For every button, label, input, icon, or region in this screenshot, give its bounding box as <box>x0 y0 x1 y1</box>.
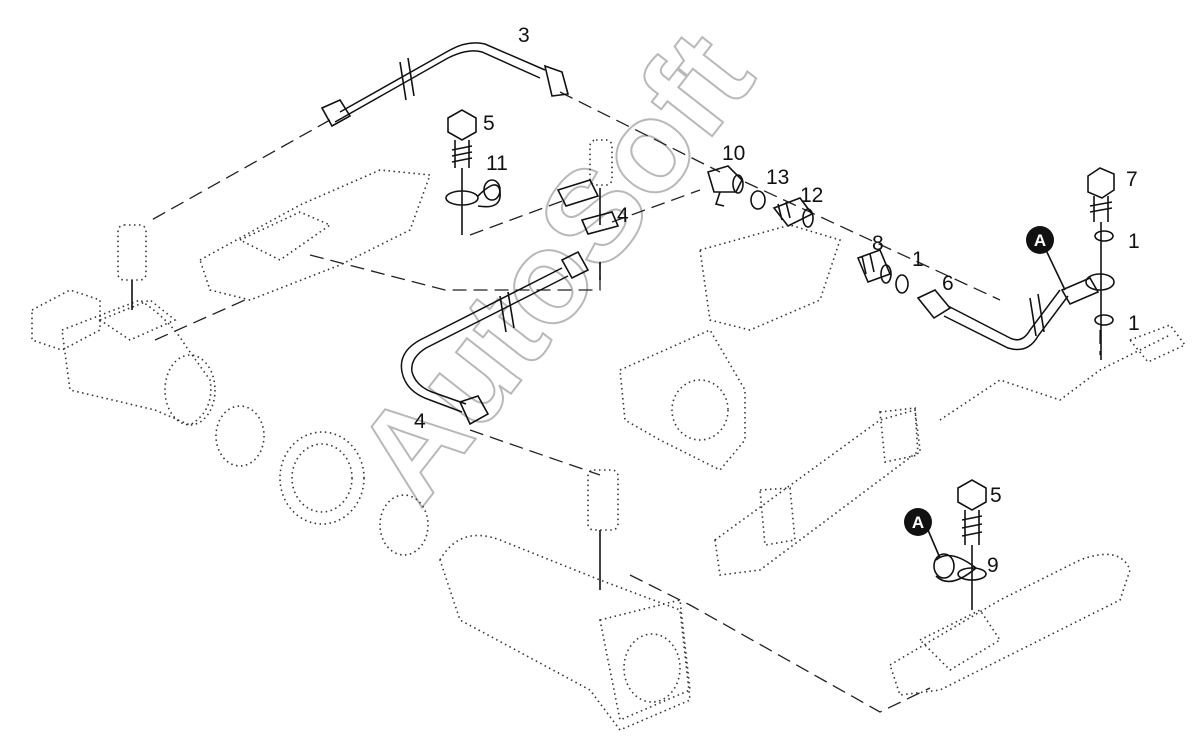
exhaust-pipe-lower <box>439 534 691 731</box>
part-label-4: 4 <box>414 410 426 433</box>
svg-text:A: A <box>1034 231 1046 250</box>
pipe-3 <box>320 42 570 128</box>
part-label-6: 6 <box>942 272 954 295</box>
part-label-1: 1 <box>1128 230 1140 253</box>
connector-top-left <box>199 169 432 301</box>
part-label-8: 8 <box>872 232 884 255</box>
part-label-1: 1 <box>1128 312 1140 335</box>
part-label-13: 13 <box>766 166 789 189</box>
part-label-5: 5 <box>990 484 1002 507</box>
washer-1-mid <box>895 274 909 294</box>
part-label-9: 9 <box>987 554 999 577</box>
part-label-7: 7 <box>1126 168 1138 191</box>
clamp-11 <box>445 179 501 208</box>
adapter-12 <box>772 197 814 228</box>
exhaust-pipe-left <box>31 289 216 426</box>
callout-a-upper: A <box>1026 226 1066 291</box>
sensor-left <box>117 224 147 310</box>
svg-text:AutoSoft: AutoSoft <box>327 5 780 527</box>
part-labels: 3 5 11 10 13 12 4 8 1 6 7 1 1 4 5 9 <box>414 24 1140 577</box>
svg-text:A: A <box>912 513 924 532</box>
part-label-3: 3 <box>518 24 530 47</box>
washer-1-lower <box>1094 314 1114 326</box>
rings <box>215 405 429 556</box>
harness-right <box>939 324 1187 421</box>
watermark: AutoSoft <box>326 4 781 528</box>
bracket-center <box>619 224 842 471</box>
pipe-4 <box>400 250 590 426</box>
leader-lines <box>147 91 1101 713</box>
washer-13 <box>750 190 766 210</box>
part-label-4: 4 <box>617 204 629 227</box>
tee-10 <box>707 165 744 207</box>
part-label-11: 11 <box>486 152 508 175</box>
washer-1-upper <box>1094 230 1114 242</box>
part-label-1: 1 <box>912 248 924 271</box>
clamp-9 <box>933 553 987 583</box>
connector-lower-right <box>889 553 1131 696</box>
part-label-5: 5 <box>483 112 495 135</box>
adapter-8 <box>856 248 892 284</box>
bracket-4-top <box>556 139 620 280</box>
sensor-lower <box>587 469 619 590</box>
bolt-5-lower <box>957 479 987 610</box>
bolt-5-top <box>447 109 477 235</box>
pipe-6 <box>916 273 1115 351</box>
part-label-10: 10 <box>722 142 745 165</box>
part-label-12: 12 <box>800 184 823 207</box>
callout-a-lower: A <box>904 508 941 559</box>
rail-right <box>714 407 921 576</box>
bolt-7 <box>1087 167 1115 360</box>
